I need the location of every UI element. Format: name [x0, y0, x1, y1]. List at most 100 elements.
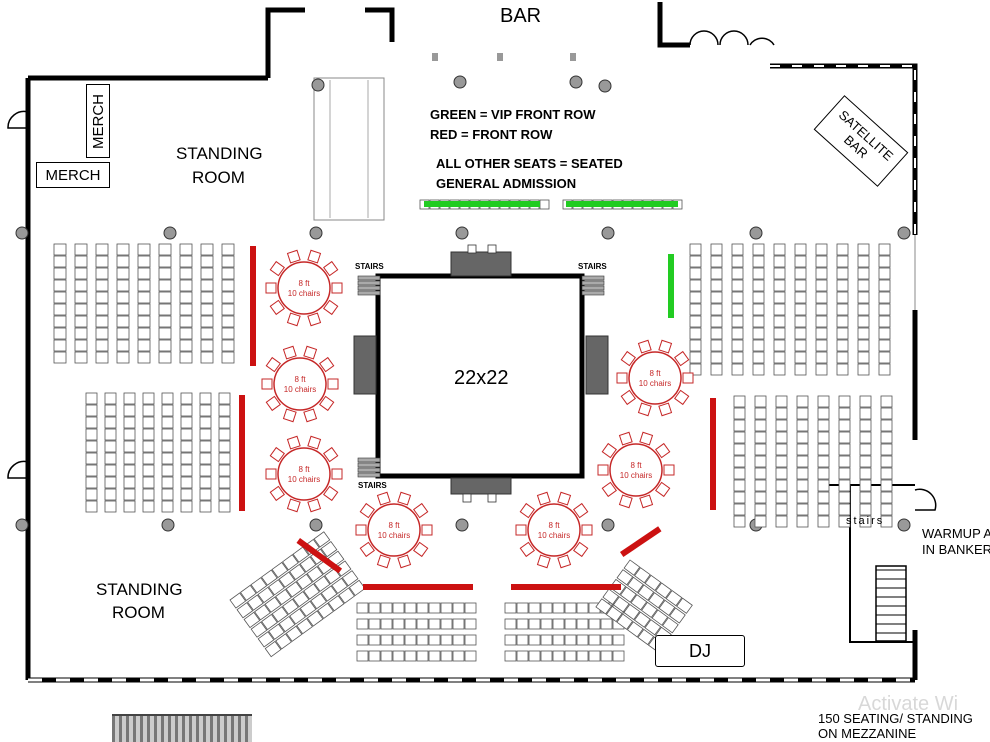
seat — [104, 404, 117, 417]
stage-stair — [357, 280, 381, 286]
table-label: 10 chairs — [620, 471, 652, 480]
seat — [116, 327, 130, 340]
seat — [576, 650, 589, 662]
table-chair — [620, 350, 636, 367]
seat — [74, 351, 88, 364]
seat — [576, 618, 589, 630]
stage-stair — [581, 290, 605, 296]
legend-green: GREEN = VIP FRONT ROW — [430, 107, 596, 122]
seat — [142, 476, 155, 489]
seat — [261, 613, 278, 631]
seat — [137, 315, 151, 328]
table-label: 8 ft — [630, 461, 642, 470]
seat — [817, 515, 830, 528]
table-chair — [618, 431, 633, 446]
seat — [752, 363, 765, 376]
seat — [158, 279, 172, 292]
legend-red: RED = FRONT ROW — [430, 127, 553, 142]
table-chair — [421, 524, 433, 536]
seat — [440, 602, 453, 614]
table-chair — [269, 446, 285, 463]
seat — [796, 431, 809, 444]
table-chair — [413, 502, 429, 519]
seat — [710, 315, 723, 328]
seat — [752, 339, 765, 352]
table-chair — [286, 498, 301, 513]
seat — [257, 631, 275, 648]
seat — [689, 363, 702, 376]
seat — [95, 315, 109, 328]
monitor — [467, 244, 477, 254]
front-row — [363, 584, 473, 590]
table-chair — [307, 498, 322, 513]
seat — [404, 602, 417, 614]
stage-stair — [357, 290, 381, 296]
seat — [74, 339, 88, 352]
seat — [199, 440, 212, 453]
seat — [878, 243, 891, 256]
seat — [773, 243, 786, 256]
seat — [838, 503, 851, 516]
seat — [200, 279, 214, 292]
seat — [142, 416, 155, 429]
seat — [74, 291, 88, 304]
table-label: 8 ft — [649, 369, 661, 378]
seat — [733, 443, 746, 456]
seat — [651, 609, 669, 626]
seat — [306, 610, 324, 627]
seat — [752, 315, 765, 328]
seat — [838, 491, 851, 504]
table-chair — [323, 485, 339, 502]
seat — [380, 618, 393, 630]
mezzanine-label-2: ON MEZZANINE — [818, 726, 917, 741]
table-chair — [557, 554, 572, 569]
seat — [564, 634, 577, 646]
seat — [221, 303, 235, 316]
front-row — [296, 538, 343, 574]
seat — [710, 291, 723, 304]
seat — [116, 291, 130, 304]
seat — [278, 571, 296, 588]
legend-other-1: ALL OTHER SEATS = SEATED — [436, 156, 623, 171]
table-chair — [573, 541, 589, 558]
seat — [630, 594, 648, 611]
seat — [878, 363, 891, 376]
seat — [53, 327, 67, 340]
seat — [200, 351, 214, 364]
seat — [880, 455, 893, 468]
front-row — [710, 398, 716, 510]
seat — [752, 303, 765, 316]
table-chair — [397, 491, 412, 506]
seat — [733, 419, 746, 432]
seat — [116, 315, 130, 328]
table-chair — [637, 402, 652, 417]
seat — [320, 540, 338, 558]
seat — [602, 588, 620, 605]
seat — [733, 503, 746, 516]
seat — [348, 579, 366, 597]
seat — [773, 327, 786, 340]
seat — [815, 291, 828, 304]
seat — [289, 608, 306, 625]
seat — [658, 599, 676, 616]
seat — [104, 392, 117, 405]
seat — [836, 351, 849, 364]
seat — [199, 488, 212, 501]
seat — [74, 303, 88, 316]
table-chair — [307, 249, 322, 264]
seat — [838, 395, 851, 408]
merch-vertical-label: MERCH — [89, 93, 107, 149]
seat — [773, 267, 786, 280]
column — [15, 226, 29, 240]
seat — [665, 590, 683, 607]
seat — [731, 339, 744, 352]
seat — [180, 416, 193, 429]
seat — [392, 650, 405, 662]
table-chair — [519, 502, 535, 519]
bar-light — [497, 53, 503, 61]
seat — [356, 650, 369, 662]
seat — [452, 634, 465, 646]
seat — [731, 303, 744, 316]
seat — [380, 602, 393, 614]
